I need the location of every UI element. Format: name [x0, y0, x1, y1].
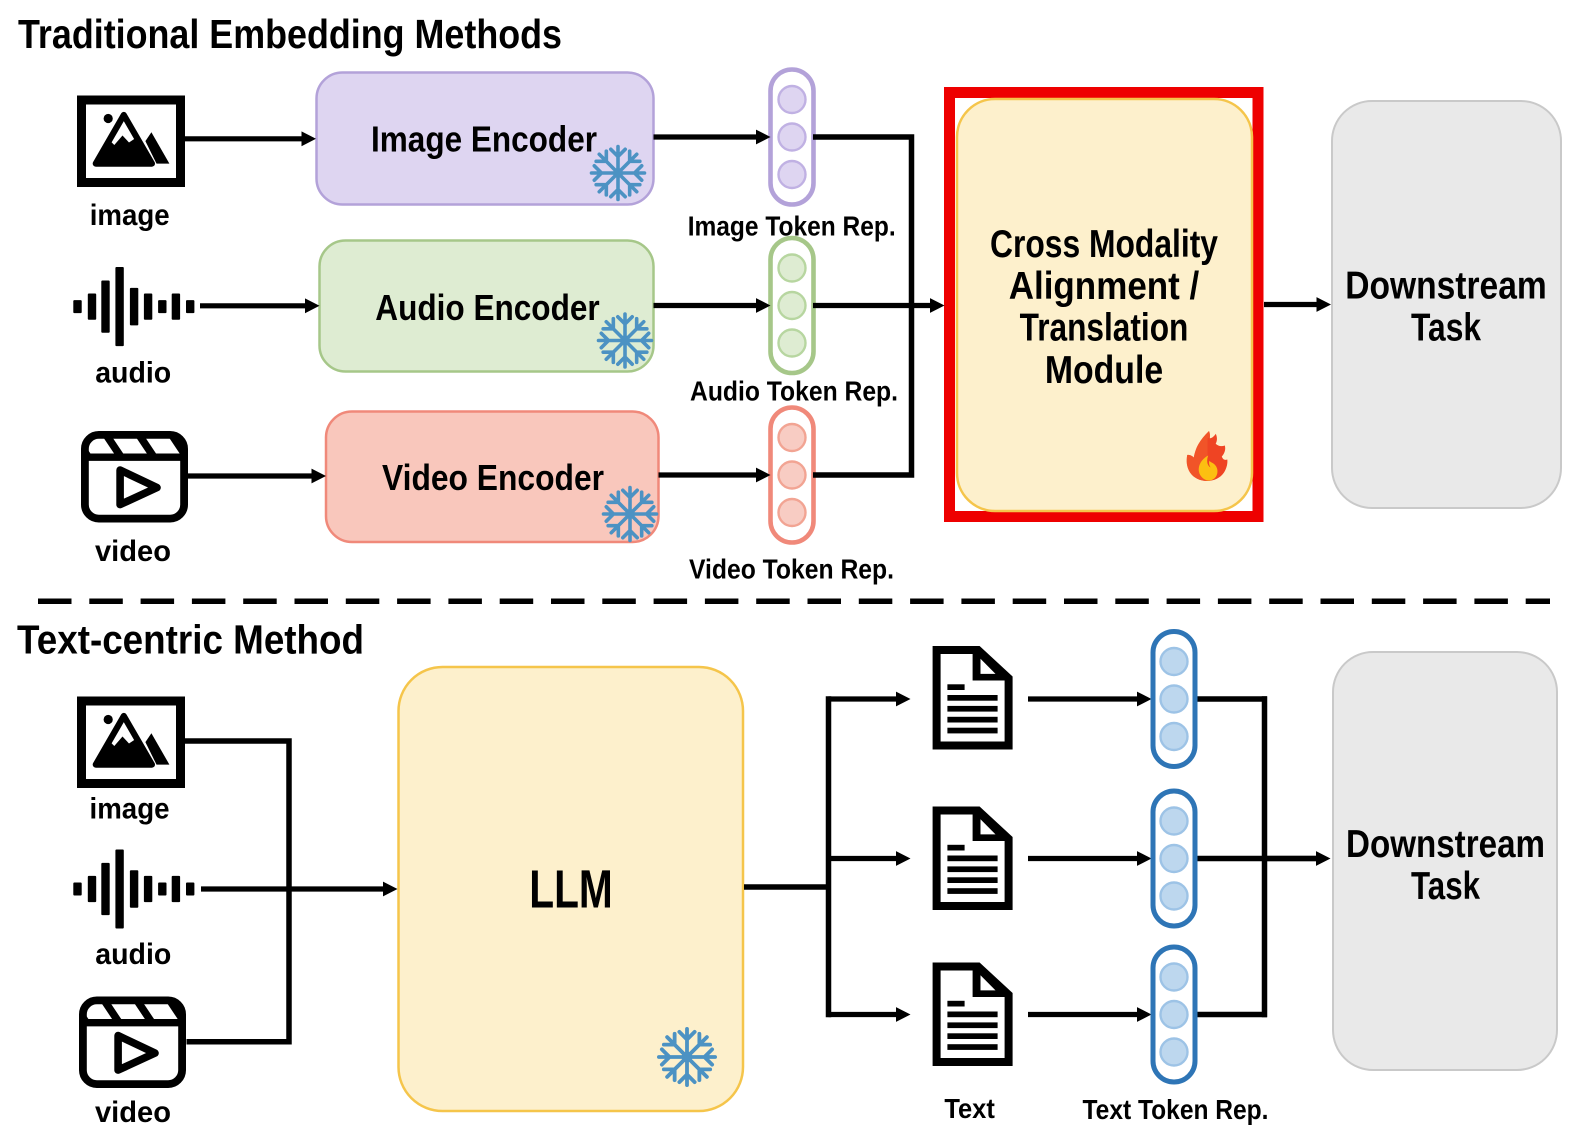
svg-text:video: video [95, 1096, 171, 1129]
svg-text:image: image [90, 199, 170, 232]
svg-text:Downstream: Downstream [1346, 823, 1545, 866]
svg-text:Audio Encoder: Audio Encoder [375, 287, 599, 328]
svg-text:Traditional Embedding Methods: Traditional Embedding Methods [18, 11, 562, 57]
svg-text:Image Token Rep.: Image Token Rep. [688, 210, 896, 241]
svg-text:audio: audio [95, 356, 171, 389]
svg-text:Translation: Translation [1020, 307, 1189, 350]
svg-text:Cross Modality: Cross Modality [990, 223, 1218, 266]
svg-text:Task: Task [1411, 306, 1481, 349]
svg-text:Audio Token Rep.: Audio Token Rep. [690, 376, 898, 407]
svg-text:LLM: LLM [529, 860, 613, 920]
svg-text:Alignment /: Alignment / [1009, 265, 1200, 308]
svg-text:audio: audio [95, 938, 171, 971]
svg-text:Module: Module [1045, 349, 1163, 392]
svg-text:Text Token Rep.: Text Token Rep. [1083, 1094, 1269, 1125]
svg-text:Video Encoder: Video Encoder [382, 457, 604, 498]
svg-text:Video Token Rep.: Video Token Rep. [689, 554, 894, 585]
svg-text:Image Encoder: Image Encoder [371, 119, 597, 160]
svg-text:Downstream: Downstream [1345, 265, 1547, 308]
svg-text:image: image [90, 793, 170, 826]
svg-text:Text-centric Method: Text-centric Method [17, 617, 364, 663]
svg-text:Text: Text [944, 1093, 995, 1124]
svg-text:Task: Task [1411, 865, 1480, 908]
svg-text:video: video [95, 535, 171, 568]
